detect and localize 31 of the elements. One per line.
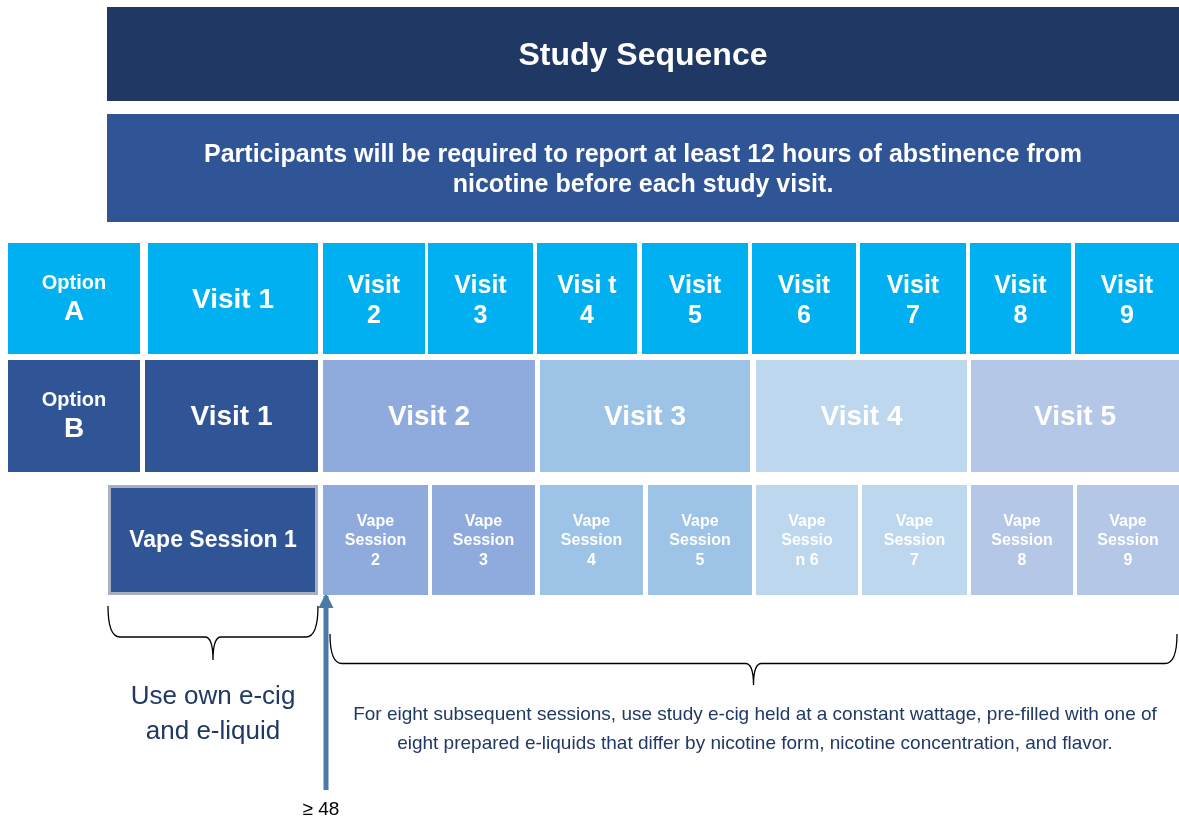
time-label: ≥ 48 xyxy=(293,796,349,822)
option-box: Option B xyxy=(8,360,140,472)
visit-box: Visit 1 xyxy=(148,243,318,354)
session-box: Vape Session 2 xyxy=(323,485,428,595)
visit-box: Visit 2 xyxy=(323,243,425,354)
visit-box: Visit 7 xyxy=(860,243,966,354)
session-box: Vape Session 7 xyxy=(862,485,967,595)
visit-box: Visit 3 xyxy=(540,360,750,472)
visit-box: Visit 8 xyxy=(970,243,1071,354)
visit-box: Visit 3 xyxy=(428,243,533,354)
visit-box: Visit 1 xyxy=(145,360,318,472)
session-box: Vape Session 4 xyxy=(540,485,643,595)
visit-box: Visit 2 xyxy=(323,360,535,472)
session-box: Vape Session 8 xyxy=(971,485,1073,595)
visit-box: Visit 9 xyxy=(1075,243,1179,354)
visit-box: Visi t 4 xyxy=(537,243,637,354)
visit-box: Visit 5 xyxy=(971,360,1179,472)
arrow xyxy=(318,593,334,790)
visit-box: Visit 6 xyxy=(752,243,856,354)
session-box: Vape Session 5 xyxy=(648,485,752,595)
visit-box: Visit 5 xyxy=(642,243,748,354)
note-text: Use own e-cig and e-liquid xyxy=(129,679,297,748)
note-banner: Participants will be required to report at least 12 hours of abstinence from nicotine before each study visit. xyxy=(107,114,1179,222)
session-box: Vape Session 9 xyxy=(1077,485,1179,595)
option-box: Option A xyxy=(8,243,140,354)
header-bar: Study Sequence xyxy=(107,7,1179,101)
session-box: Vape Session 1 xyxy=(108,485,318,595)
note-text: For eight subsequent sessions, use study e-cig held at a constant wattage, pre-filled with one of eight prepared e-liquids that differ by nicotine form, nicotine concentration, and flavor. xyxy=(352,702,1158,755)
session-box: Vape Sessio n 6 xyxy=(756,485,858,595)
session-box: Vape Session 3 xyxy=(432,485,535,595)
visit-box: Visit 4 xyxy=(756,360,967,472)
